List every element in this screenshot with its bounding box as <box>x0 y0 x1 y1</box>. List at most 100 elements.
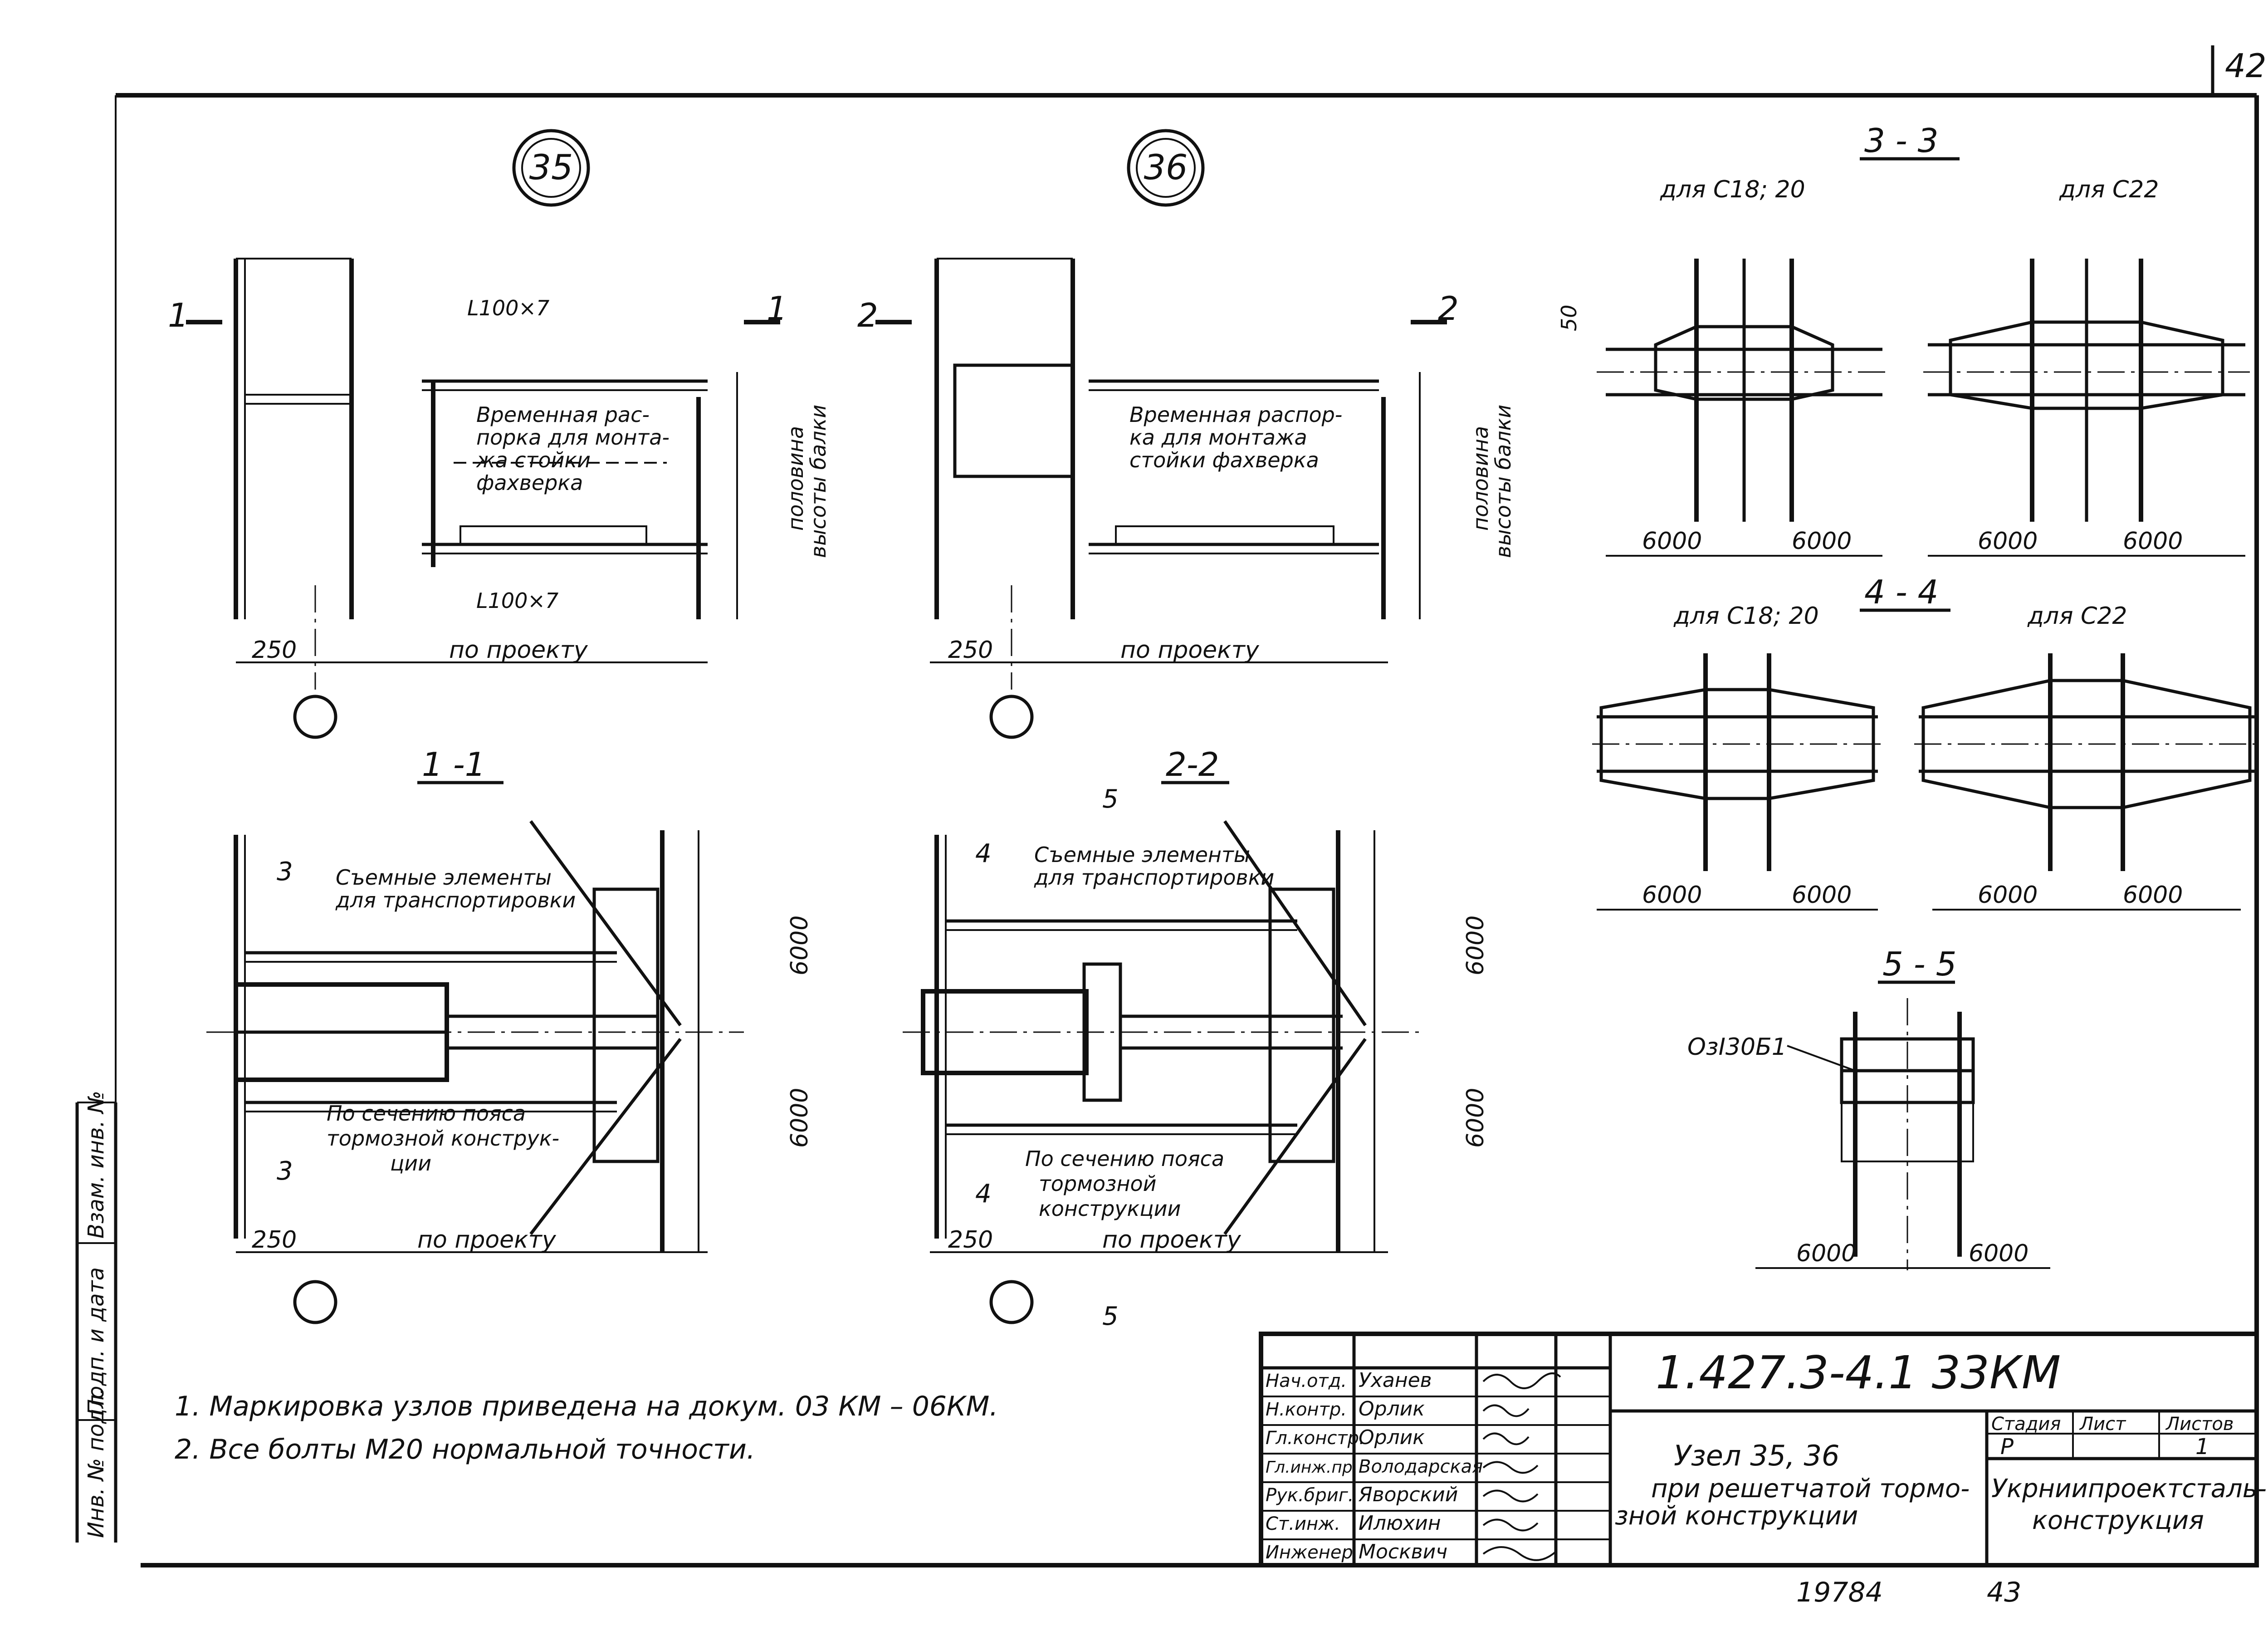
s44-r-6000a: 6000 <box>1978 882 2038 909</box>
node-36-label: 36 <box>1144 147 1188 187</box>
section-1-1-title: 1 -1 <box>422 745 485 784</box>
temp-strut-35-l4: фахверка <box>476 470 583 495</box>
by-belt-35-l1: По сечению пояса <box>327 1101 526 1126</box>
mark-1-right: 1 <box>767 289 787 328</box>
removable-36-l1: Съемные элементы <box>1034 842 1250 867</box>
temp-strut-35-l3: жа стойки <box>476 448 591 472</box>
mark-3-bottom: 3 <box>277 1156 293 1186</box>
section-5-5: 5 - 5 ОзI30Б1 6000 6000 <box>1687 945 2050 1270</box>
stage-value: Р <box>2000 1434 2014 1460</box>
node-35-label: 35 <box>529 147 573 187</box>
by-belt-36-l3: конструкции <box>1039 1196 1181 1221</box>
footer-page: 43 <box>1987 1577 2021 1608</box>
node-36-elevation: 36 2 2 Временная распор- ка для монтажа … <box>857 129 1515 739</box>
removable-35-l1: Съемные элементы <box>336 865 552 890</box>
removable-35-l2: для транспортировки <box>335 888 576 912</box>
archive-number: 19784 <box>1796 1577 1883 1608</box>
section-4-4-title: 4 - 4 <box>1864 573 1938 611</box>
name-5: Яворский <box>1358 1483 1458 1506</box>
angle-label-bottom: L100×7 <box>476 588 558 613</box>
mark-1-left: 1 <box>168 296 189 334</box>
role-4: Гл.инж.пр. <box>1266 1458 1358 1477</box>
half-beam-35-l1: половина <box>783 426 808 531</box>
dim-250-11: 250 <box>252 1226 297 1254</box>
role-6: Ст.инж. <box>1266 1513 1340 1534</box>
s44-l-6000a: 6000 <box>1642 882 1702 909</box>
node-35-elevation: 35 1 1 L100×7 L100×7 Временная рас- порк… <box>168 129 831 739</box>
node-35-circle <box>512 129 590 207</box>
removable-36-l2: для транспортировки <box>1034 865 1274 890</box>
section-2-2-title: 2-2 <box>1166 745 1219 784</box>
stamp-sign-date: Подп. и дата <box>83 1267 109 1415</box>
s55-6000b: 6000 <box>1969 1240 2028 1267</box>
temp-strut-35-l2: порка для монта- <box>476 425 670 450</box>
title-code: 1.427.3-4.1 33КМ <box>1656 1346 2061 1399</box>
title-line-3: зной конструкции <box>1615 1501 1858 1531</box>
s44-for-c18: для С18; 20 <box>1673 602 1819 630</box>
half-beam-35-l2: высоты балки <box>806 405 831 558</box>
side-stamp: Подп. и дата Взам. инв. № Инв. № подл. <box>75 1091 117 1543</box>
s44-for-c22: для С22 <box>2027 602 2127 630</box>
by-belt-35-l3: ции <box>390 1151 431 1175</box>
s44-r-6000b: 6000 <box>2123 882 2183 909</box>
temp-strut-36-l1: Временная распор- <box>1129 402 1342 427</box>
dim-250-22: 250 <box>948 1226 993 1254</box>
by-belt-36-l2: тормозной <box>1039 1171 1157 1196</box>
stamp-inv-orig: Инв. № подл. <box>83 1388 109 1538</box>
dim-6000-2b: 6000 <box>1462 1088 1489 1148</box>
dim-proj-22: по проекту <box>1102 1226 1242 1254</box>
role-5: Рук.бриг. <box>1266 1485 1354 1506</box>
s33-l-6000a: 6000 <box>1642 528 1702 555</box>
s33-for-c18: для С18; 20 <box>1660 176 1805 203</box>
role-7: Инженер <box>1266 1542 1353 1563</box>
name-4: Володарская <box>1359 1456 1483 1477</box>
section-3-3: 3 - 3 для С18; 20 для С22 50 6000 6000 6… <box>1557 122 2250 557</box>
dim-proj-36: по проекту <box>1120 637 1260 664</box>
dim-250-36: 250 <box>948 637 993 664</box>
dim-6000-1b: 6000 <box>786 1088 813 1148</box>
s33-r-6000b: 6000 <box>2123 528 2183 555</box>
mark-4-bottom: 4 <box>975 1179 992 1209</box>
name-7: Москвич <box>1359 1540 1447 1563</box>
role-2: Н.контр. <box>1266 1399 1347 1420</box>
sheets-label: Листов <box>2165 1414 2234 1435</box>
role-1: Нач.отд. <box>1266 1371 1347 1391</box>
section-3-3-title: 3 - 3 <box>1864 122 1938 160</box>
stage-label: Стадия <box>1991 1414 2061 1435</box>
notes: 1. Маркировка узлов приведена на докум. … <box>175 1391 998 1465</box>
note-2: 2. Все болты М20 нормальной точности. <box>175 1434 755 1465</box>
note-1: 1. Маркировка узлов приведена на докум. … <box>175 1391 998 1422</box>
dim-proj-35: по проекту <box>449 637 588 664</box>
section-2-2: 2-2 5 5 4 4 Съемные элементы для транспо… <box>903 745 1489 1331</box>
mark-4-top: 4 <box>975 839 992 868</box>
by-belt-35-l2: тормозной конструк- <box>327 1126 559 1151</box>
name-1: Уханев <box>1359 1369 1432 1392</box>
s44-l-6000b: 6000 <box>1792 882 1852 909</box>
section-4-4: 4 - 4 для С18; 20 для С22 6000 6000 6000… <box>1592 573 2254 911</box>
signatures <box>1482 1372 1561 1561</box>
dim-50: 50 <box>1557 304 1581 331</box>
mark-2-right: 2 <box>1438 289 1459 328</box>
by-belt-36-l1: По сечению пояса <box>1025 1146 1224 1171</box>
temp-strut-35-l1: Временная рас- <box>476 402 650 427</box>
node-36-circle <box>1127 129 1205 207</box>
dim-proj-11: по проекту <box>417 1226 557 1254</box>
section-1-1: 1 -1 3 3 Съемные элементы для транспорти… <box>206 745 813 1324</box>
dim-6000-1a: 6000 <box>786 916 813 975</box>
sheet-number: 42 <box>2225 47 2267 85</box>
sheet-frame: 42 <box>115 45 2267 1567</box>
sheet-label: Лист <box>2079 1414 2126 1435</box>
title-block: 1.427.3-4.1 33КМ Нач.отд. Уханев Н.контр… <box>1259 1332 2267 1567</box>
temp-strut-36-l3: стойки фахверка <box>1129 448 1319 472</box>
mark-5-top: 5 <box>1102 784 1119 814</box>
half-beam-36-l2: высоты балки <box>1491 405 1515 558</box>
name-2: Орлик <box>1359 1397 1425 1420</box>
name-3: Орлик <box>1359 1426 1425 1449</box>
temp-strut-36-l2: ка для монтажа <box>1129 425 1307 450</box>
org-line-1: Укрниипроектсталь- <box>1991 1474 2267 1504</box>
s33-l-6000b: 6000 <box>1792 528 1852 555</box>
section-5-5-title: 5 - 5 <box>1882 945 1956 983</box>
dim-250-35: 250 <box>252 637 297 664</box>
sheet-value: 1 <box>2195 1434 2209 1460</box>
